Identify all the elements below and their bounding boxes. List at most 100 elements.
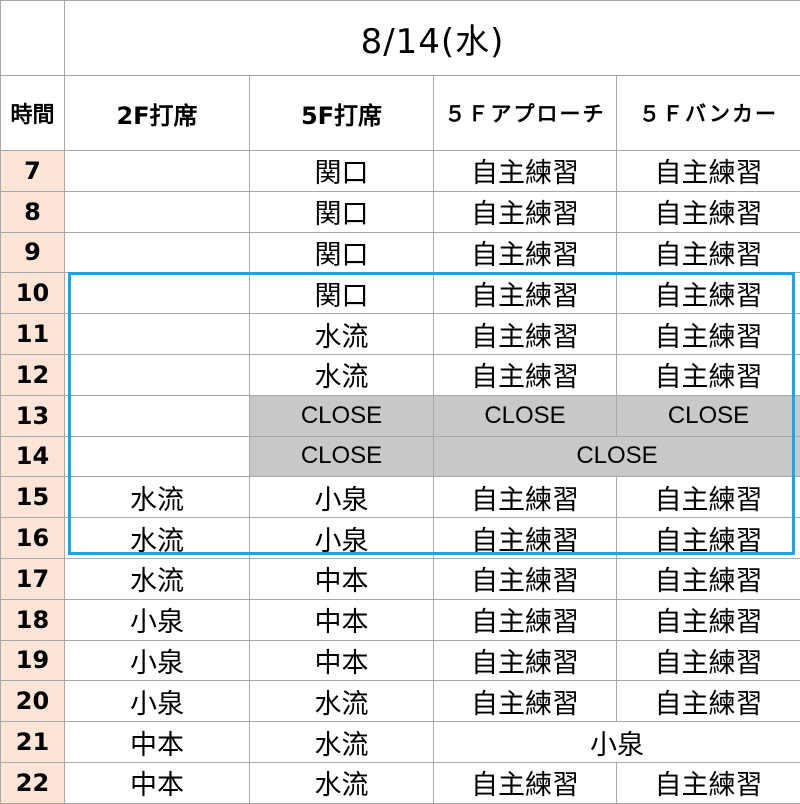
cell-5f-approach: 自主練習 [434,681,617,722]
hour-cell: 11 [1,314,65,355]
cell-5f-range: 関口 [250,151,434,192]
hour-cell: 9 [1,232,65,273]
cell-5f-bunker: 自主練習 [617,232,800,273]
cell-5f-approach: 自主練習 [434,314,617,355]
cell-5f-range: 水流 [250,722,434,763]
cell-5f-range: 関口 [250,273,434,314]
cell-2f-range: 小泉 [65,681,250,722]
hour-cell: 12 [1,354,65,395]
cell-5f-range: 水流 [250,354,434,395]
cell-5f-bunker: 自主練習 [617,599,800,640]
hour-cell: 16 [1,518,65,559]
cell-5f-range: 小泉 [250,477,434,518]
cell-5f-approach: 自主練習 [434,273,617,314]
cell-5f-bunker: 自主練習 [617,640,800,681]
cell-2f-range: 小泉 [65,599,250,640]
cell-2f-range [65,354,250,395]
cell-5f-approach: 自主練習 [434,558,617,599]
cell-2f-range [65,191,250,232]
cell-5f-range: CLOSE [250,395,434,436]
cell-5f-range: 水流 [250,681,434,722]
cell-5f-range: 中本 [250,599,434,640]
hour-cell: 19 [1,640,65,681]
hour-cell: 10 [1,273,65,314]
cell-5f-range: 関口 [250,232,434,273]
cell-5f-bunker: 自主練習 [617,681,800,722]
hour-cell: 20 [1,681,65,722]
cell-5f-bunker: 自主練習 [617,518,800,559]
hour-cell: 13 [1,395,65,436]
header-5f-range: 5F打席 [250,76,434,151]
cell-2f-range: 水流 [65,518,250,559]
cell-5f-bunker: 自主練習 [617,191,800,232]
cell-2f-range [65,273,250,314]
hour-cell: 15 [1,477,65,518]
cell-2f-range [65,395,250,436]
cell-2f-range [65,314,250,355]
hour-cell: 8 [1,191,65,232]
cell-5f-approach: 自主練習 [434,191,617,232]
cell-5f-range: 中本 [250,558,434,599]
cell-5f-range: 中本 [250,640,434,681]
cell-5f-approach: CLOSE [434,395,617,436]
cell-5f-approach: 自主練習 [434,477,617,518]
cell-5f-approach-bunker: CLOSE [434,436,800,477]
cell-5f-bunker: 自主練習 [617,477,800,518]
cell-2f-range: 水流 [65,558,250,599]
cell-5f-approach-bunker: 小泉 [434,722,800,763]
cell-2f-range: 中本 [65,722,250,763]
cell-2f-range [65,436,250,477]
cell-5f-approach: 自主練習 [434,640,617,681]
date-title: 8/14(水) [65,1,800,76]
cell-5f-approach: 自主練習 [434,232,617,273]
hour-cell: 21 [1,722,65,763]
cell-5f-bunker: 自主練習 [617,354,800,395]
cell-5f-bunker: 自主練習 [617,151,800,192]
cell-5f-bunker: 自主練習 [617,314,800,355]
header-hour: 時間 [1,76,65,151]
cell-5f-bunker: CLOSE [617,395,800,436]
cell-5f-bunker: 自主練習 [617,273,800,314]
cell-2f-range: 小泉 [65,640,250,681]
header-5f-bunker: ５Ｆバンカー [617,76,800,151]
cell-5f-range: 水流 [250,762,434,803]
hour-cell: 17 [1,558,65,599]
cell-2f-range [65,151,250,192]
cell-5f-range: 関口 [250,191,434,232]
hour-cell: 7 [1,151,65,192]
cell-5f-range: 水流 [250,314,434,355]
cell-2f-range: 中本 [65,762,250,803]
cell-5f-approach: 自主練習 [434,599,617,640]
title-row: 8/14(水) [1,1,800,76]
cell-5f-range: CLOSE [250,436,434,477]
cell-5f-approach: 自主練習 [434,151,617,192]
hour-cell: 14 [1,436,65,477]
header-2f-range: 2F打席 [65,76,250,151]
cell-2f-range: 水流 [65,477,250,518]
header-row: 時間 2F打席 5F打席 ５Ｆアプローチ ５Ｆバンカー [1,76,800,151]
cell-5f-approach: 自主練習 [434,354,617,395]
cell-2f-range [65,232,250,273]
cell-5f-approach: 自主練習 [434,762,617,803]
cell-5f-bunker: 自主練習 [617,558,800,599]
hour-cell: 22 [1,762,65,803]
header-5f-approach: ５Ｆアプローチ [434,76,617,151]
cell-5f-approach: 自主練習 [434,518,617,559]
hour-cell: 18 [1,599,65,640]
